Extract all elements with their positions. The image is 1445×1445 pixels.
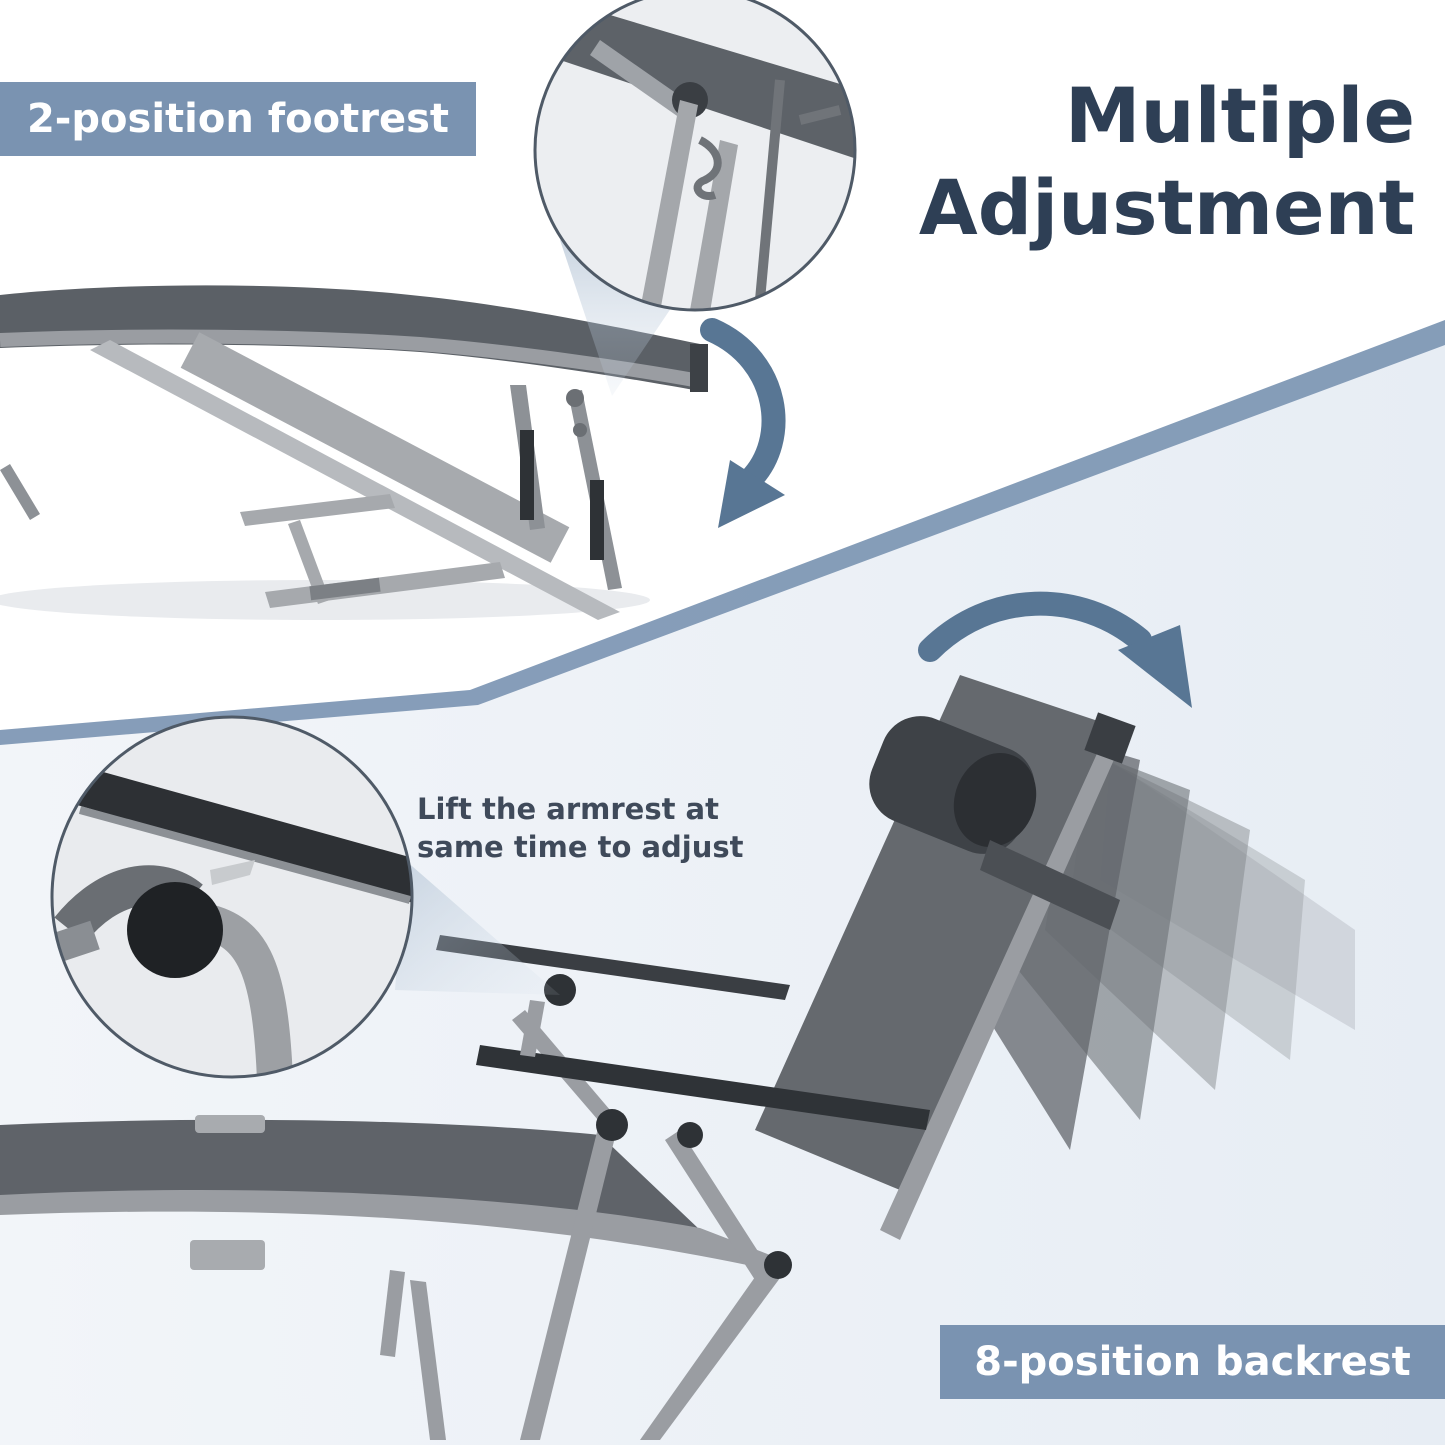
headline-line1: Multiple — [1064, 71, 1415, 160]
footrest-detail-circle — [533, 0, 857, 312]
lounger-backrest-illustration — [0, 675, 1355, 1440]
armrest-detail-circle — [50, 715, 414, 1079]
headline-line2: Adjustment — [918, 163, 1415, 252]
headline: Multiple Adjustment — [895, 70, 1415, 254]
zoom-cone-arm — [395, 860, 560, 995]
footrest-label: 2-position footrest — [0, 82, 476, 156]
curved-arrow-right-icon — [918, 591, 1192, 708]
armrest-note: Lift the armrest at same time to adjust — [417, 790, 757, 866]
armrest-note-line2: same time to adjust — [417, 830, 744, 864]
armrest-note-line1: Lift the armrest at — [417, 792, 719, 826]
backrest-label: 8-position backrest — [940, 1325, 1445, 1399]
curved-arrow-down-icon — [700, 318, 786, 528]
lounger-footrest-illustration — [0, 285, 708, 620]
